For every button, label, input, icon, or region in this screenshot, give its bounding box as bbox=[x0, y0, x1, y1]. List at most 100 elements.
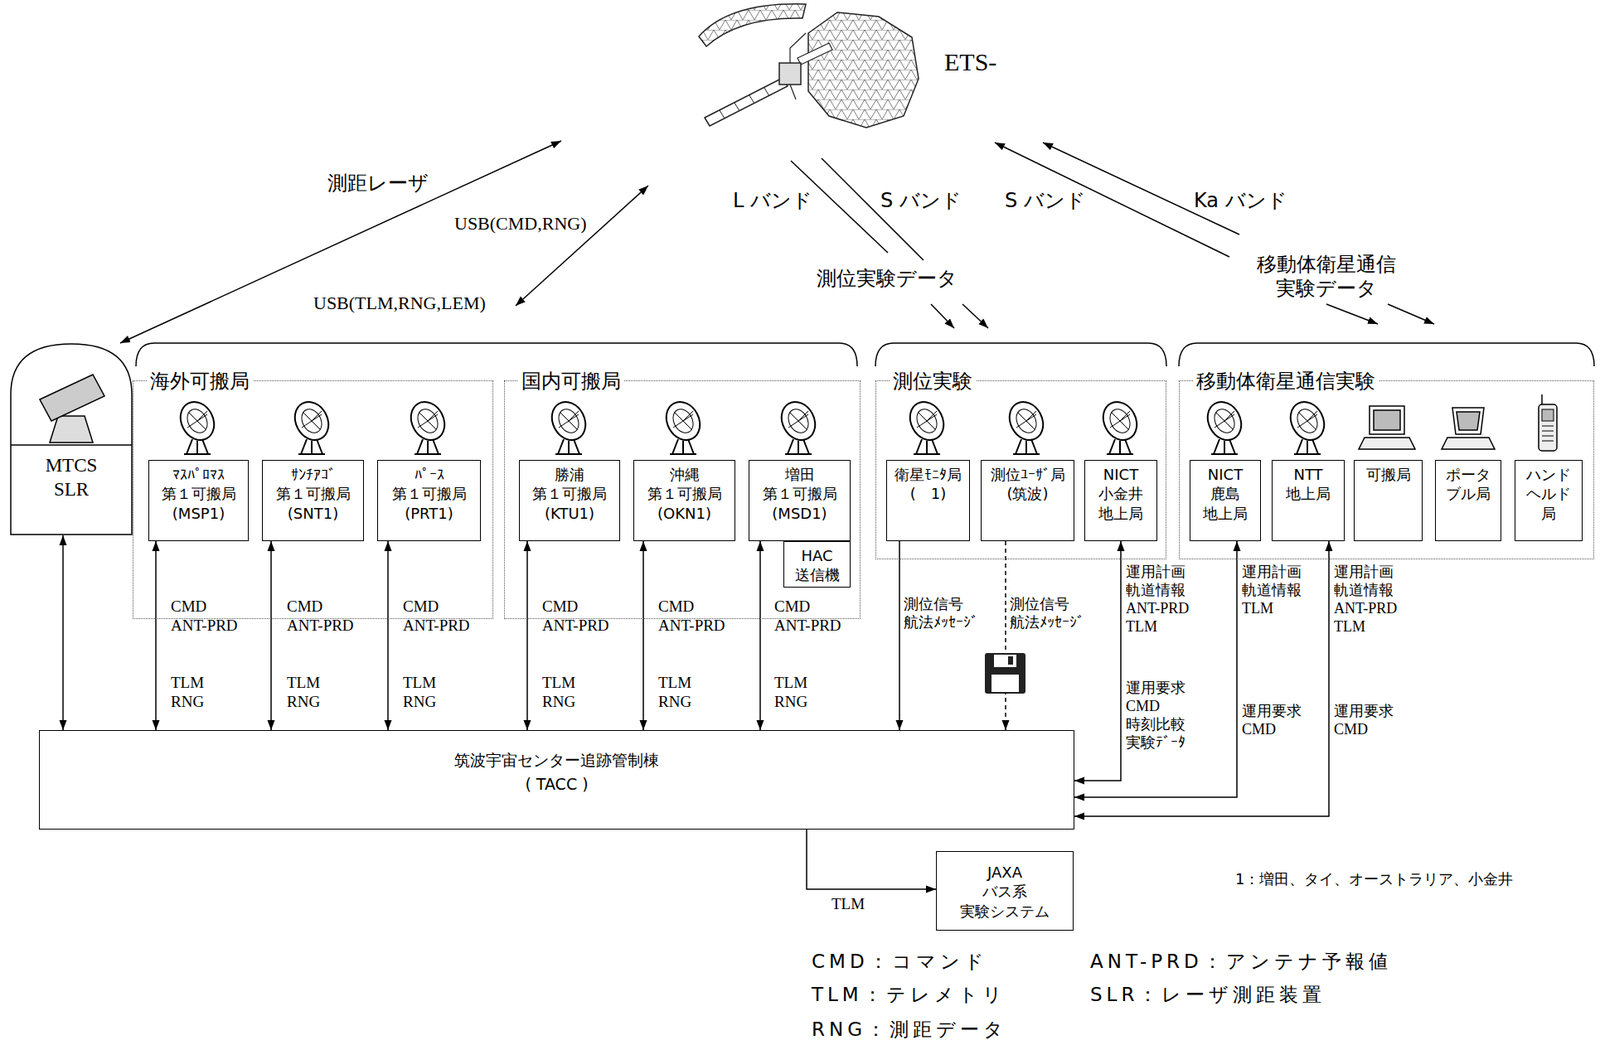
connector bbox=[62, 535, 64, 731]
terminal-icon-part bbox=[1452, 407, 1484, 435]
antenna-icon-part bbox=[174, 396, 221, 455]
ground-station-dome: MTCS SLR bbox=[9, 343, 133, 536]
radio-link-line bbox=[515, 142, 1435, 329]
terminal-icon-part bbox=[1369, 406, 1405, 435]
node-text: 沖縄 第１可搬局 (OKN1) bbox=[636, 465, 733, 524]
satellite-illustration-part bbox=[797, 43, 833, 65]
link-label: USB(CMD,RNG) bbox=[454, 213, 587, 236]
node-text: ｻﾝﾁｱｺﾞ 第１可搬局 (SNT1) bbox=[265, 465, 361, 524]
signal-label: 運用要求 CMD bbox=[1241, 703, 1325, 740]
station-box: NTT 地上局 bbox=[1271, 460, 1345, 542]
terminal-icon-part bbox=[1541, 409, 1554, 422]
floppy-disk-icon bbox=[984, 653, 1026, 694]
satellite-illustration-part bbox=[719, 87, 770, 119]
signal-label: CMD ANT-PRD bbox=[286, 596, 379, 636]
satellite-illustration-part bbox=[698, 4, 806, 47]
connector bbox=[806, 829, 936, 890]
antenna-icon bbox=[174, 396, 1331, 455]
signal-label: CMD ANT-PRD bbox=[170, 596, 262, 636]
terminal-box: ハンド ヘルド 局 bbox=[1514, 460, 1583, 542]
terminal-icon-part bbox=[1441, 437, 1495, 450]
node-text: 筑波宇宙センター追跡管制棟 ( TACC ) bbox=[454, 748, 660, 796]
station-box: ﾏｽﾊﾟﾛﾏｽ 第１可搬局 (MSP1) bbox=[148, 460, 249, 542]
radio-link-line-part bbox=[1326, 304, 1378, 325]
connector bbox=[898, 541, 901, 731]
node-text: 衛星ﾓﾆﾀ局 ( 1) bbox=[889, 465, 967, 505]
experiment-group: 測位実験衛星ﾓﾆﾀ局 ( 1)測位ﾕｰｻﾞ局 (筑波)NICT 小金井 地上局 bbox=[875, 380, 1167, 560]
node-text: ポータ ブル局 bbox=[1438, 465, 1499, 505]
antenna-icon-part bbox=[775, 396, 822, 455]
floppy-disk-icon-part bbox=[1008, 656, 1014, 665]
connector bbox=[759, 541, 762, 731]
data-label: 移動体衛星通信 実験データ bbox=[1243, 252, 1410, 302]
signal-label: TLM RNG bbox=[402, 673, 495, 712]
signal-label: TLM RNG bbox=[170, 673, 262, 712]
node-text: 増田 第１可搬局 (MSD1) bbox=[751, 465, 848, 524]
terminal-icon-part bbox=[1541, 426, 1554, 442]
node-text: ﾊﾟｰｽ 第１可搬局 (PRT1) bbox=[380, 465, 478, 524]
terminal-icon-part bbox=[1358, 437, 1416, 450]
transmitter-box: HAC 送信機 bbox=[783, 541, 851, 588]
radio-link-line-part bbox=[515, 185, 649, 306]
satellite-illustration-part bbox=[808, 12, 919, 128]
abbreviation-note: ANT-PRD：アンテナ予報値 bbox=[1090, 950, 1392, 974]
signal-label: 運用計画 軌道情報 ANT-PRD TLM bbox=[1125, 563, 1217, 637]
signal-label: TLM RNG bbox=[658, 673, 750, 712]
node-text: NTT 地上局 bbox=[1275, 465, 1342, 505]
group-bracket-part bbox=[875, 343, 1167, 367]
signal-label: TLM RNG bbox=[286, 673, 379, 712]
terminal-icon-part bbox=[1373, 410, 1401, 431]
signal-label: CMD ANT-PRD bbox=[774, 596, 866, 636]
band-label: S バンド bbox=[880, 189, 962, 214]
band-label: S バンド bbox=[1004, 189, 1087, 214]
signal-label: 測位信号 航法ﾒｯｾｰｼﾞ bbox=[903, 595, 995, 632]
satellite-illustration-part bbox=[704, 77, 788, 127]
antenna-icon-part bbox=[1201, 396, 1248, 455]
group-title: 国内可搬局 bbox=[518, 368, 625, 395]
signal-label: TLM RNG bbox=[774, 673, 866, 712]
control-center-box: 筑波宇宙センター追跡管制棟 ( TACC ) bbox=[38, 730, 1075, 830]
signal-label: 測位信号 航法ﾒｯｾｰｼﾞ bbox=[1009, 595, 1101, 632]
band-label: L バンド bbox=[732, 189, 813, 214]
radio-link-line-part bbox=[962, 304, 989, 329]
terminal-icon bbox=[1358, 394, 1557, 451]
satellite-illustration-part bbox=[779, 63, 801, 85]
antenna-icon-part bbox=[404, 396, 451, 455]
station-group: 海外可搬局ﾏｽﾊﾟﾛﾏｽ 第１可搬局 (MSP1)ｻﾝﾁｱｺﾞ 第１可搬局 (S… bbox=[132, 380, 494, 620]
station-box: 衛星ﾓﾆﾀ局 ( 1) bbox=[886, 460, 970, 542]
station-box: 沖縄 第１可搬局 (OKN1) bbox=[633, 460, 736, 542]
station-box: NICT 鹿島 地上局 bbox=[1189, 460, 1261, 542]
station-group: 国内可搬局勝浦 第１可搬局 (KTU1)沖縄 第１可搬局 (OKN1)増田 第１… bbox=[504, 380, 861, 620]
abbreviation-note: RNG：測距データ bbox=[811, 1018, 1008, 1042]
group-title: 海外可搬局 bbox=[146, 368, 253, 395]
floppy-disk-icon-part bbox=[993, 654, 1017, 668]
station-box: ﾊﾟｰｽ 第１可搬局 (PRT1) bbox=[377, 460, 481, 542]
signal-label: CMD ANT-PRD bbox=[402, 596, 495, 636]
band-label: Ka バンド bbox=[1193, 189, 1288, 214]
station-box: 測位ﾕｰｻﾞ局 (筑波) bbox=[980, 460, 1075, 542]
radio-link-line-part bbox=[1387, 304, 1435, 325]
terminal-icon-part bbox=[1456, 412, 1480, 431]
antenna-icon-part bbox=[1003, 396, 1050, 455]
abbreviation-note: CMD：コマンド bbox=[811, 950, 989, 974]
node-text: ハンド ヘルド 局 bbox=[1517, 465, 1580, 524]
signal-label: 運用計画 軌道情報 ANT-PRD TLM bbox=[1333, 563, 1426, 637]
signal-label: TLM RNG bbox=[542, 673, 634, 712]
signal-label: 運用計画 軌道情報 TLM bbox=[1241, 563, 1325, 619]
group-bracket bbox=[135, 343, 1595, 367]
connector bbox=[155, 541, 157, 731]
connector bbox=[270, 541, 272, 731]
connector bbox=[642, 541, 645, 731]
antenna-icon-part bbox=[1096, 396, 1144, 455]
node-text: 可搬局 bbox=[1357, 465, 1420, 485]
telescope-part bbox=[10, 344, 132, 535]
signal-label: 運用要求 CMD 時刻比較 実験ﾃﾞｰﾀ bbox=[1125, 679, 1217, 753]
station-box: 勝浦 第１可搬局 (KTU1) bbox=[518, 460, 621, 542]
edge-label: 測距レーザ bbox=[327, 169, 429, 197]
telescope-part bbox=[49, 416, 93, 443]
dome-outline bbox=[9, 343, 133, 536]
node-text: JAXA バス系 実験システム bbox=[939, 863, 1071, 922]
node-text: NICT 鹿島 地上局 bbox=[1192, 465, 1258, 524]
connector bbox=[120, 140, 562, 344]
